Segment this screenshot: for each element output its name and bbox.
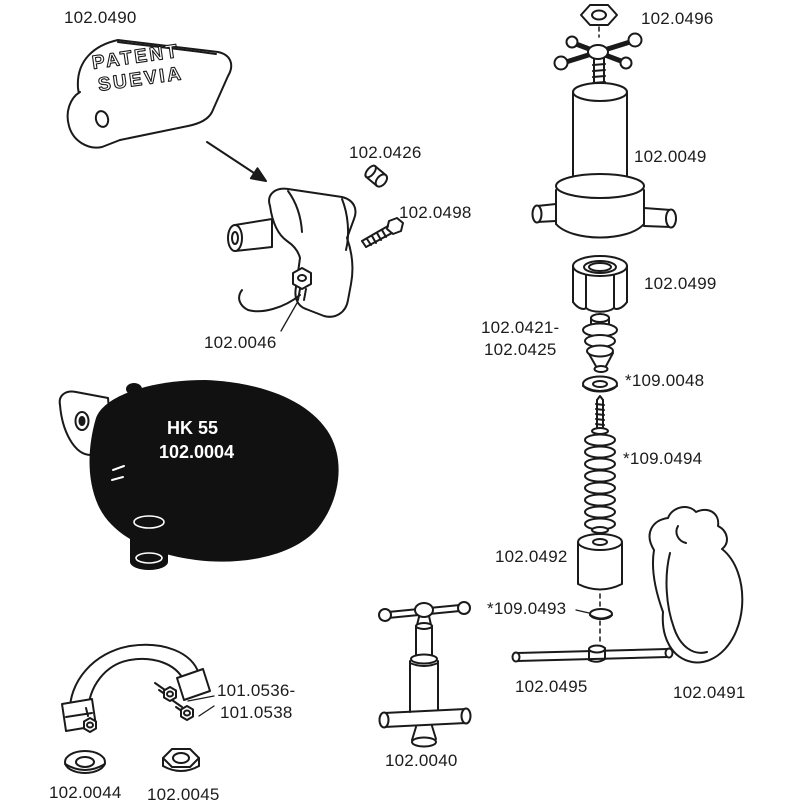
part-label-102-0046: 102.0046	[204, 333, 277, 352]
valve-tool-drawing	[378, 601, 472, 748]
cross-handle-drawing	[553, 32, 643, 88]
seal-disc-drawing	[575, 608, 613, 620]
part-label-102-0044: 102.0044	[49, 783, 122, 800]
top-nut-drawing	[580, 4, 618, 26]
bowl-drawing	[58, 380, 339, 570]
part-label-102-0049: 102.0049	[634, 147, 707, 166]
valve-upper-drawing	[531, 82, 677, 239]
piston-drawing	[577, 533, 623, 591]
fixing-bolt-drawing	[361, 217, 404, 248]
spring-drawing	[584, 395, 616, 534]
bowl-part-text: 102.0004	[159, 442, 235, 462]
part-label-102-0040: 102.0040	[385, 751, 458, 770]
part-label-102-0045: 102.0045	[147, 785, 220, 800]
part-label-102-0426: 102.0426	[349, 143, 422, 162]
bracket-nut-drawing	[280, 267, 312, 332]
lever-pin-drawing	[511, 644, 674, 663]
part-label-102-0498: 102.0498	[399, 203, 472, 222]
bracket-drawing	[227, 164, 404, 332]
washer-small-drawing	[582, 375, 618, 393]
washer-large-drawing	[64, 750, 106, 774]
part-label-102-0492: 102.0492	[495, 547, 568, 566]
hex-nut-drawing	[162, 748, 200, 772]
part-label-102-0490: 102.0490	[64, 8, 137, 27]
cover-drawing: PATENT SUEVIA	[66, 39, 233, 149]
union-nut-drawing	[572, 255, 628, 313]
part-label-109-0048: *109.0048	[625, 371, 705, 390]
bellows-drawing	[582, 313, 618, 373]
part-label-101-0538: 101.0538	[220, 703, 293, 722]
part-label-102-0495: 102.0495	[515, 677, 588, 696]
arrow	[206, 141, 267, 182]
plug-screw-drawing	[364, 164, 389, 188]
bowl-model-text: HK 55	[167, 418, 219, 438]
paddle-drawing	[648, 506, 744, 664]
part-label-102-0425: 102.0425	[484, 340, 557, 359]
clamp-drawing	[61, 643, 215, 774]
part-label-109-0494: *109.0494	[623, 449, 703, 468]
part-label-102-0496: 102.0496	[641, 9, 714, 28]
part-label-102-0499: 102.0499	[644, 274, 717, 293]
part-label-109-0493: *109.0493	[487, 599, 567, 618]
part-label-102-0491: 102.0491	[673, 683, 746, 702]
part-label-102-0421: 102.0421-	[481, 318, 560, 337]
clamp-bolt-drawing	[83, 682, 215, 733]
part-label-101-0536: 101.0536-	[217, 681, 296, 700]
